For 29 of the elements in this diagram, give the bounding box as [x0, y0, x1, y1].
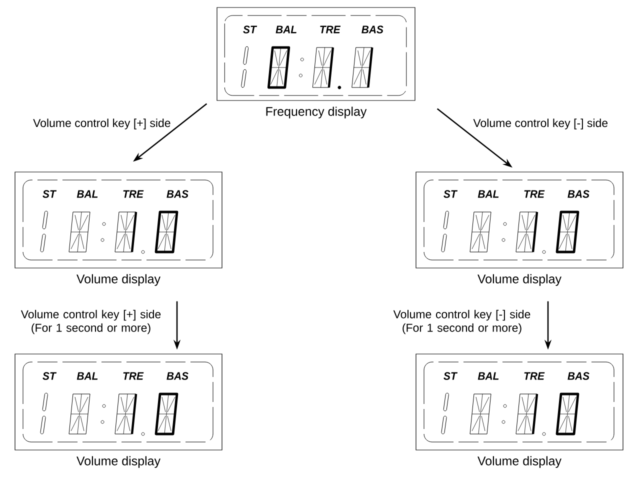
- lcd-label: BAL: [276, 26, 296, 34]
- lcd-label: TRE: [123, 190, 144, 198]
- lcd-label: ST: [444, 372, 458, 380]
- lcd-label: TRE: [524, 190, 545, 198]
- lcd-label: BAS: [568, 372, 590, 380]
- lcd-label: TRE: [320, 26, 341, 34]
- edge-label: Volume control key [+] side: [32, 118, 172, 130]
- lcd-label: BAL: [478, 190, 499, 198]
- lcd-label: BAS: [362, 26, 384, 34]
- node-label: Volume display: [76, 456, 160, 468]
- lcd-label: BAL: [478, 372, 499, 380]
- lcd-label: ST: [42, 190, 57, 198]
- lcd-label: TRE: [123, 372, 144, 380]
- lcd-label: BAS: [166, 372, 188, 380]
- lcd-label: BAL: [76, 372, 98, 380]
- node-label: Frequency display: [266, 106, 367, 118]
- lcd-label: ST: [444, 190, 458, 198]
- edge-label: Volume control key [-] side (For 1 second or more): [386, 308, 538, 336]
- lcd-label: TRE: [524, 372, 545, 380]
- edge-label: Volume control key [-] side: [472, 118, 610, 130]
- lcd-label: BAL: [76, 190, 98, 198]
- lcd-label: ST: [42, 372, 57, 380]
- lcd-label: BAS: [166, 190, 188, 198]
- lcd-label: BAS: [568, 190, 590, 198]
- node-label: Volume display: [478, 274, 562, 286]
- edge-label: Volume control key [+] side (For 1 second or more): [15, 308, 167, 336]
- node-label: Volume display: [478, 456, 562, 468]
- node-label: Volume display: [76, 274, 160, 286]
- lcd-label: ST: [243, 26, 258, 34]
